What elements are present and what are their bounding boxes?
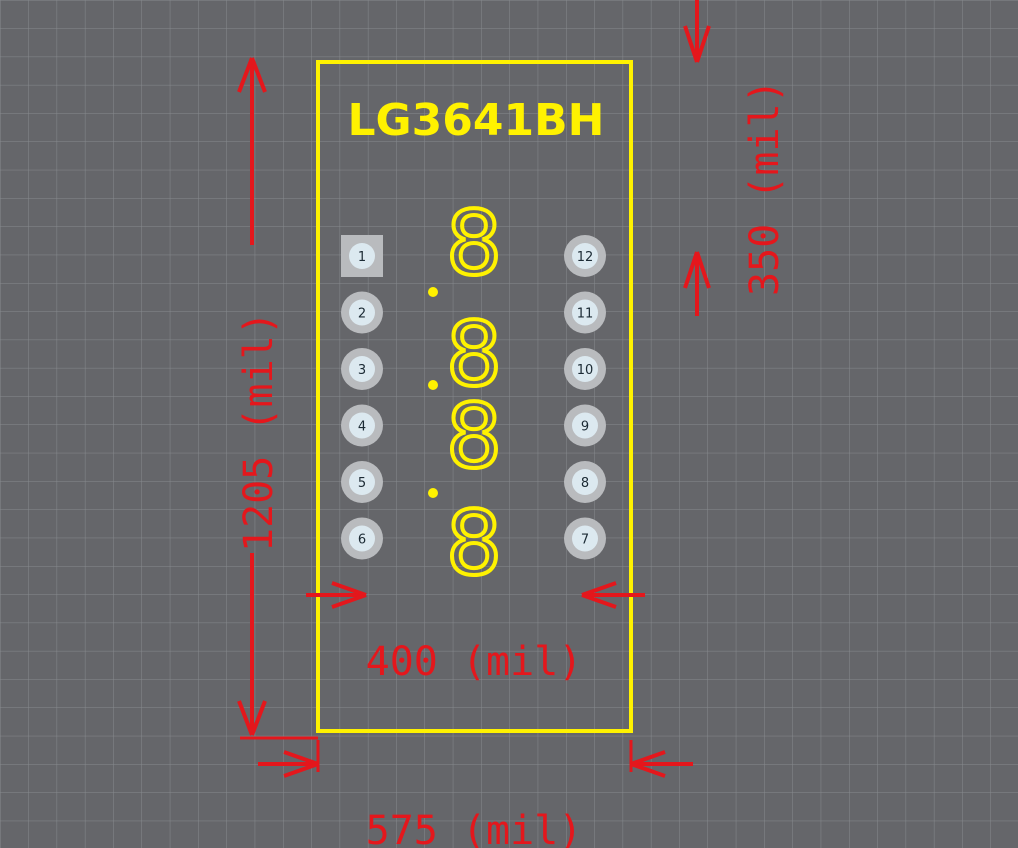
pad-hole bbox=[349, 243, 375, 269]
pad-number: 12 bbox=[577, 250, 594, 265]
dimension-digit-height-label: 350 (mil) bbox=[742, 79, 788, 296]
dimension-body-width-arrow-right bbox=[630, 750, 666, 778]
pad-number: 2 bbox=[358, 307, 366, 322]
pad-hole bbox=[349, 412, 375, 439]
pad-number: 5 bbox=[358, 476, 366, 491]
pad-number: 4 bbox=[358, 420, 366, 435]
dimension-body-width bbox=[258, 740, 693, 778]
decimal-point-2 bbox=[428, 380, 438, 390]
pad-hole bbox=[572, 356, 598, 382]
display-digits: 8 8 8 8 bbox=[444, 190, 504, 597]
pad-2[interactable]: 2 bbox=[341, 291, 383, 334]
pad-11[interactable]: 11 bbox=[564, 291, 606, 334]
pad-6[interactable]: 6 bbox=[341, 517, 383, 560]
dimension-height-label: 1205 (mil) bbox=[236, 311, 282, 552]
digit-3: 8 bbox=[446, 385, 502, 488]
dimension-height-arrow-top bbox=[237, 57, 267, 93]
pad-5[interactable]: 5 bbox=[341, 461, 383, 503]
pad-hole bbox=[349, 469, 375, 495]
dimension-height bbox=[237, 57, 318, 740]
pad-hole bbox=[572, 469, 598, 495]
dimension-height-arrow-bottom bbox=[237, 700, 267, 736]
pad-number: 8 bbox=[581, 476, 589, 491]
pad-4[interactable]: 4 bbox=[341, 404, 383, 447]
pad-hole bbox=[349, 525, 375, 552]
dimension-digit-arrow-bottom bbox=[683, 251, 711, 289]
dimension-body-width-label: 575 (mil) bbox=[366, 808, 583, 848]
pad-3[interactable]: 3 bbox=[341, 348, 383, 390]
dimension-pin-spacing-arrow-left bbox=[331, 581, 367, 609]
pad-column-left: 1 2 3 4 5 6 bbox=[341, 235, 383, 560]
dimension-pin-spacing-label: 400 (mil) bbox=[366, 639, 583, 685]
pad-number: 10 bbox=[577, 363, 594, 378]
pad-9[interactable]: 9 bbox=[564, 404, 606, 447]
pad-number: 3 bbox=[358, 363, 366, 378]
pad-hole bbox=[572, 243, 598, 269]
decimal-point-1 bbox=[428, 287, 438, 297]
pad-number: 7 bbox=[581, 533, 589, 548]
dimension-pin-spacing-arrow-right bbox=[581, 581, 617, 609]
digit-2: 8 bbox=[446, 303, 502, 406]
dimension-digit-height bbox=[683, 0, 711, 316]
pad-7[interactable]: 7 bbox=[564, 517, 606, 560]
pad-number: 6 bbox=[358, 533, 366, 548]
component-name: LG3641BH bbox=[348, 95, 605, 146]
pad-number: 11 bbox=[577, 307, 594, 322]
dimension-pin-spacing bbox=[306, 581, 645, 609]
digit-1: 8 bbox=[446, 192, 502, 295]
pad-number: 9 bbox=[581, 420, 589, 435]
pad-column-right: 12 11 10 9 8 7 bbox=[564, 235, 606, 560]
dimension-digit-arrow-top bbox=[683, 25, 711, 63]
pad-hole bbox=[349, 356, 375, 382]
pad-12[interactable]: 12 bbox=[564, 235, 606, 277]
pad-hole bbox=[572, 299, 598, 326]
pad-hole bbox=[572, 525, 598, 552]
digit-4: 8 bbox=[446, 492, 502, 595]
pad-hole bbox=[572, 412, 598, 439]
component-outline[interactable] bbox=[316, 60, 633, 733]
pad-8[interactable]: 8 bbox=[564, 461, 606, 503]
dimension-body-width-arrow-left bbox=[283, 750, 319, 778]
decimal-point-3 bbox=[428, 488, 438, 498]
pad-number: 1 bbox=[358, 250, 366, 265]
pad-10[interactable]: 10 bbox=[564, 348, 606, 390]
pad-1[interactable]: 1 bbox=[341, 235, 383, 277]
pad-hole bbox=[349, 299, 375, 326]
